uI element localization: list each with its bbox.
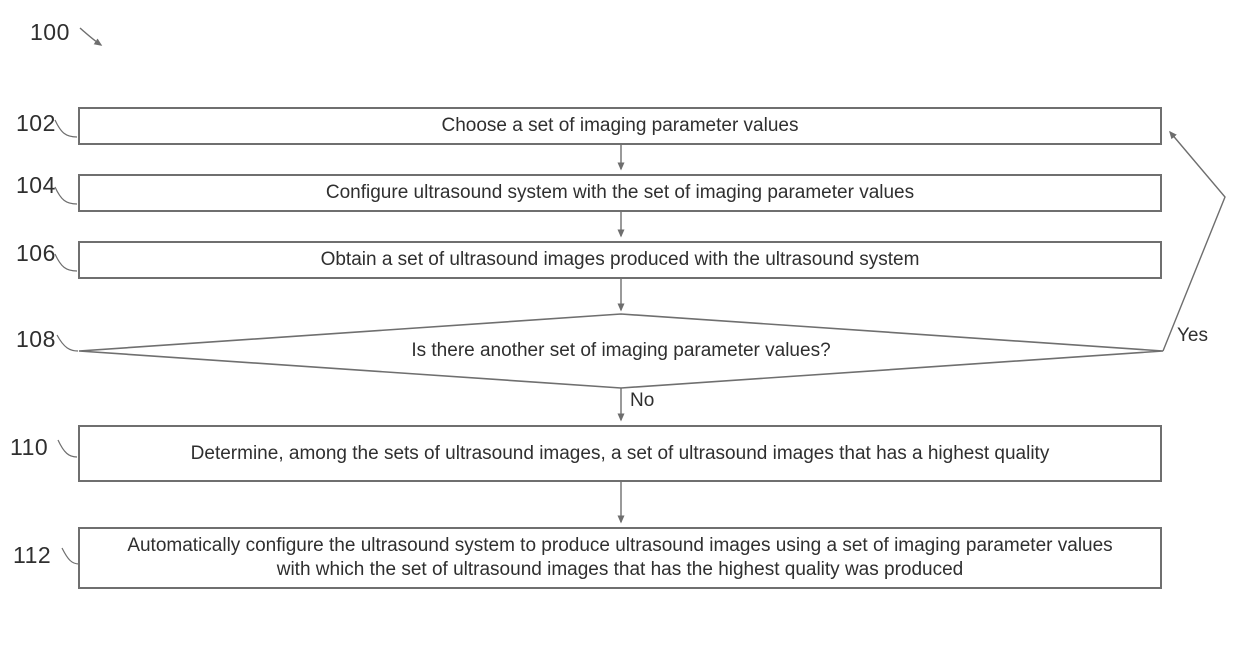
figure-ref-arrow: [79, 27, 103, 46]
process-box-112: Automatically configure the ultrasound s…: [78, 527, 1162, 589]
ref-label-102: 102: [16, 110, 56, 136]
ref-connector-104: [54, 186, 78, 205]
ref-connector-110: [57, 439, 78, 458]
process-box-112-text: Automatically configure the ultrasound s…: [127, 535, 1113, 580]
branch-label-yes: Yes: [1177, 325, 1208, 346]
branch-label-no: No: [630, 390, 655, 411]
process-box-102: Choose a set of imaging parameter values: [78, 107, 1162, 145]
ref-label-104: 104: [16, 172, 56, 198]
process-box-104-text: Configure ultrasound system with the set…: [325, 182, 915, 203]
arrow-108-102-yes: [1162, 130, 1226, 352]
process-box-106: Obtain a set of ultrasound images produc…: [78, 241, 1162, 279]
process-box-106-text: Obtain a set of ultrasound images produc…: [320, 249, 920, 270]
ref-connector-106: [54, 253, 78, 272]
ref-label-108: 108: [16, 326, 56, 352]
process-box-104: Configure ultrasound system with the set…: [78, 174, 1162, 212]
ref-connector-108: [56, 334, 79, 352]
process-box-110: Determine, among the sets of ultrasound …: [78, 425, 1162, 482]
ref-connector-112: [61, 547, 80, 565]
ref-connector-102: [54, 119, 78, 138]
ref-label-106: 106: [16, 240, 56, 266]
figure-ref-label: 100: [30, 19, 70, 45]
process-box-102-text: Choose a set of imaging parameter values: [441, 115, 799, 136]
ref-label-110: 110: [10, 434, 49, 460]
decision-108-text: Is there another set of imaging paramete…: [411, 340, 831, 361]
process-box-110-text: Determine, among the sets of ultrasound …: [190, 442, 1050, 464]
ref-label-112: 112: [13, 542, 52, 568]
